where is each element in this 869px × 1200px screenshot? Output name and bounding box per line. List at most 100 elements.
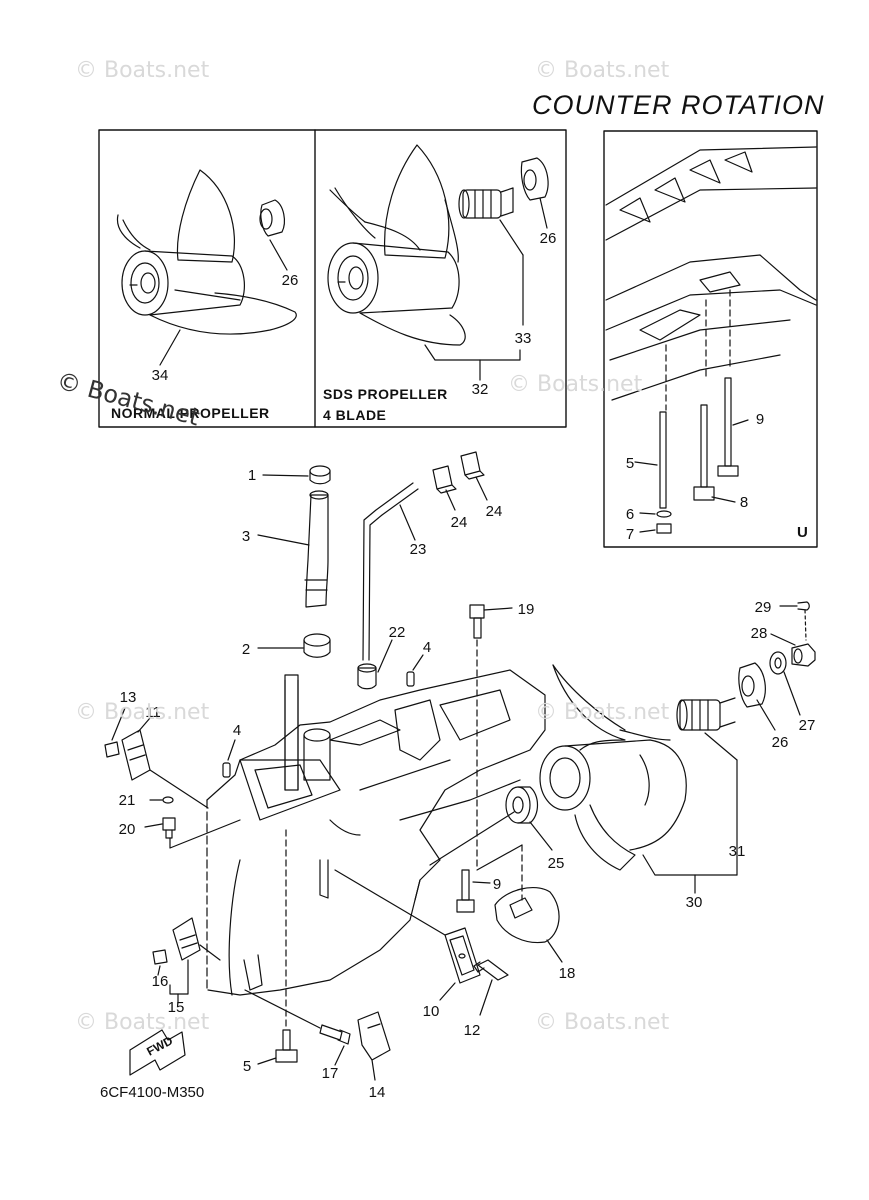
callout-number: 24 <box>451 514 468 531</box>
cover-15 <box>172 917 201 961</box>
watermark: © Boats.net <box>535 700 670 725</box>
watermark: © Boats.net <box>75 1010 210 1035</box>
washer-27 <box>769 651 787 675</box>
callout-number: 5 <box>243 1058 251 1075</box>
part-code: 6CF4100-M350 <box>100 1084 205 1101</box>
callout-number: 26 <box>772 734 789 751</box>
lower-case-body <box>206 669 546 996</box>
water-tube-grommet-3 <box>304 490 329 608</box>
normal-propeller-label: NORMAL PROPELLER <box>111 405 270 421</box>
callout-number: 10 <box>423 1003 440 1020</box>
callout-number: 30 <box>686 894 703 911</box>
nut-7 <box>656 523 672 534</box>
callout-number: 5 <box>626 455 634 472</box>
seal-25 <box>505 786 539 824</box>
watermark: © Boats.net <box>535 58 670 83</box>
sds-blade-label: 4 BLADE <box>323 407 387 423</box>
callout-number: 19 <box>518 601 535 618</box>
callout-number: 3 <box>242 528 250 545</box>
callout-number: 25 <box>548 855 565 872</box>
washer-26-main <box>738 662 766 708</box>
fwd-arrow <box>129 1029 186 1076</box>
callout-number: 9 <box>756 411 764 428</box>
callout-number: 14 <box>369 1084 386 1101</box>
sds-washer <box>520 157 549 201</box>
callout-number: 26 <box>540 230 557 247</box>
callout-number: 22 <box>389 624 406 641</box>
normal-propeller-washer <box>259 199 285 237</box>
bush-22 <box>357 663 377 690</box>
dowel-4-top <box>406 671 415 687</box>
callout-number: 9 <box>493 876 501 893</box>
callout-number: 15 <box>168 999 185 1016</box>
callout-number: 8 <box>740 494 748 511</box>
stud-long <box>659 411 667 509</box>
callout-number: 23 <box>410 541 427 558</box>
bolt-19 <box>469 604 485 639</box>
cotter-pin-29 <box>797 601 810 641</box>
callout-number: 13 <box>120 689 137 706</box>
screw-20 <box>162 817 176 839</box>
callout-number: 26 <box>282 272 299 289</box>
callout-number: 6 <box>626 506 634 523</box>
inset-u-housing <box>605 146 817 411</box>
propeller-30 <box>539 664 687 871</box>
callout-number: 20 <box>119 821 136 838</box>
spline-hub-31 <box>676 697 736 731</box>
bolt-12 <box>473 959 509 981</box>
callout-number: 4 <box>233 722 241 739</box>
inset-propeller-box <box>98 129 567 428</box>
watermark: © Boats.net <box>508 372 643 397</box>
callout-number: 33 <box>515 330 532 347</box>
inset-u-box <box>603 130 818 548</box>
grommet-2 <box>303 633 331 658</box>
shift-rod-23 <box>362 482 419 661</box>
cover-10 <box>444 927 481 984</box>
bolt-13 <box>104 741 120 758</box>
callout-number: 29 <box>755 599 772 616</box>
diagram-title: COUNTER ROTATION <box>532 90 825 120</box>
bush-24-a <box>432 465 457 494</box>
nut-28 <box>791 643 816 667</box>
o-ring-21 <box>162 796 174 804</box>
callout-number: 31 <box>729 843 746 860</box>
callout-number: 7 <box>626 526 634 543</box>
cover-11 <box>121 729 151 781</box>
dowel-4-left <box>222 762 231 778</box>
callout-number: 21 <box>119 792 136 809</box>
bolt-9-lower <box>456 869 475 913</box>
callout-number: 34 <box>152 367 169 384</box>
sds-propeller-label: SDS PROPELLER <box>323 386 448 402</box>
callout-number: 28 <box>751 625 768 642</box>
washer-6 <box>656 510 672 518</box>
bush-24-b <box>460 451 485 480</box>
stud-mid <box>693 404 715 501</box>
watermark: © Boats.net <box>75 700 210 725</box>
watermark: © Boats.net <box>75 58 210 83</box>
seal-1 <box>309 465 331 485</box>
anode-18 <box>494 886 560 944</box>
normal-propeller-drawing <box>116 169 297 335</box>
inset-u-label: U <box>797 524 808 541</box>
bolt-17 <box>319 1024 351 1045</box>
stud-right <box>717 377 739 477</box>
callout-number: 12 <box>464 1022 481 1039</box>
callout-number: 2 <box>242 641 250 658</box>
bolt-16 <box>152 949 168 965</box>
callout-number: 16 <box>152 973 169 990</box>
callout-number: 17 <box>322 1065 339 1082</box>
watermark: © Boats.net <box>535 1010 670 1035</box>
callout-number: 11 <box>145 704 161 721</box>
bolt-5-bottom <box>275 1029 298 1063</box>
callout-number: 1 <box>248 467 256 484</box>
callout-number: 24 <box>486 503 503 520</box>
cover-14 <box>357 1011 391 1061</box>
callout-number: 32 <box>472 381 489 398</box>
sds-propeller-drawing <box>327 144 466 346</box>
callout-number: 18 <box>559 965 576 982</box>
sds-spline-hub <box>458 187 514 219</box>
callout-number: 27 <box>799 717 816 734</box>
callout-number: 4 <box>423 639 431 656</box>
